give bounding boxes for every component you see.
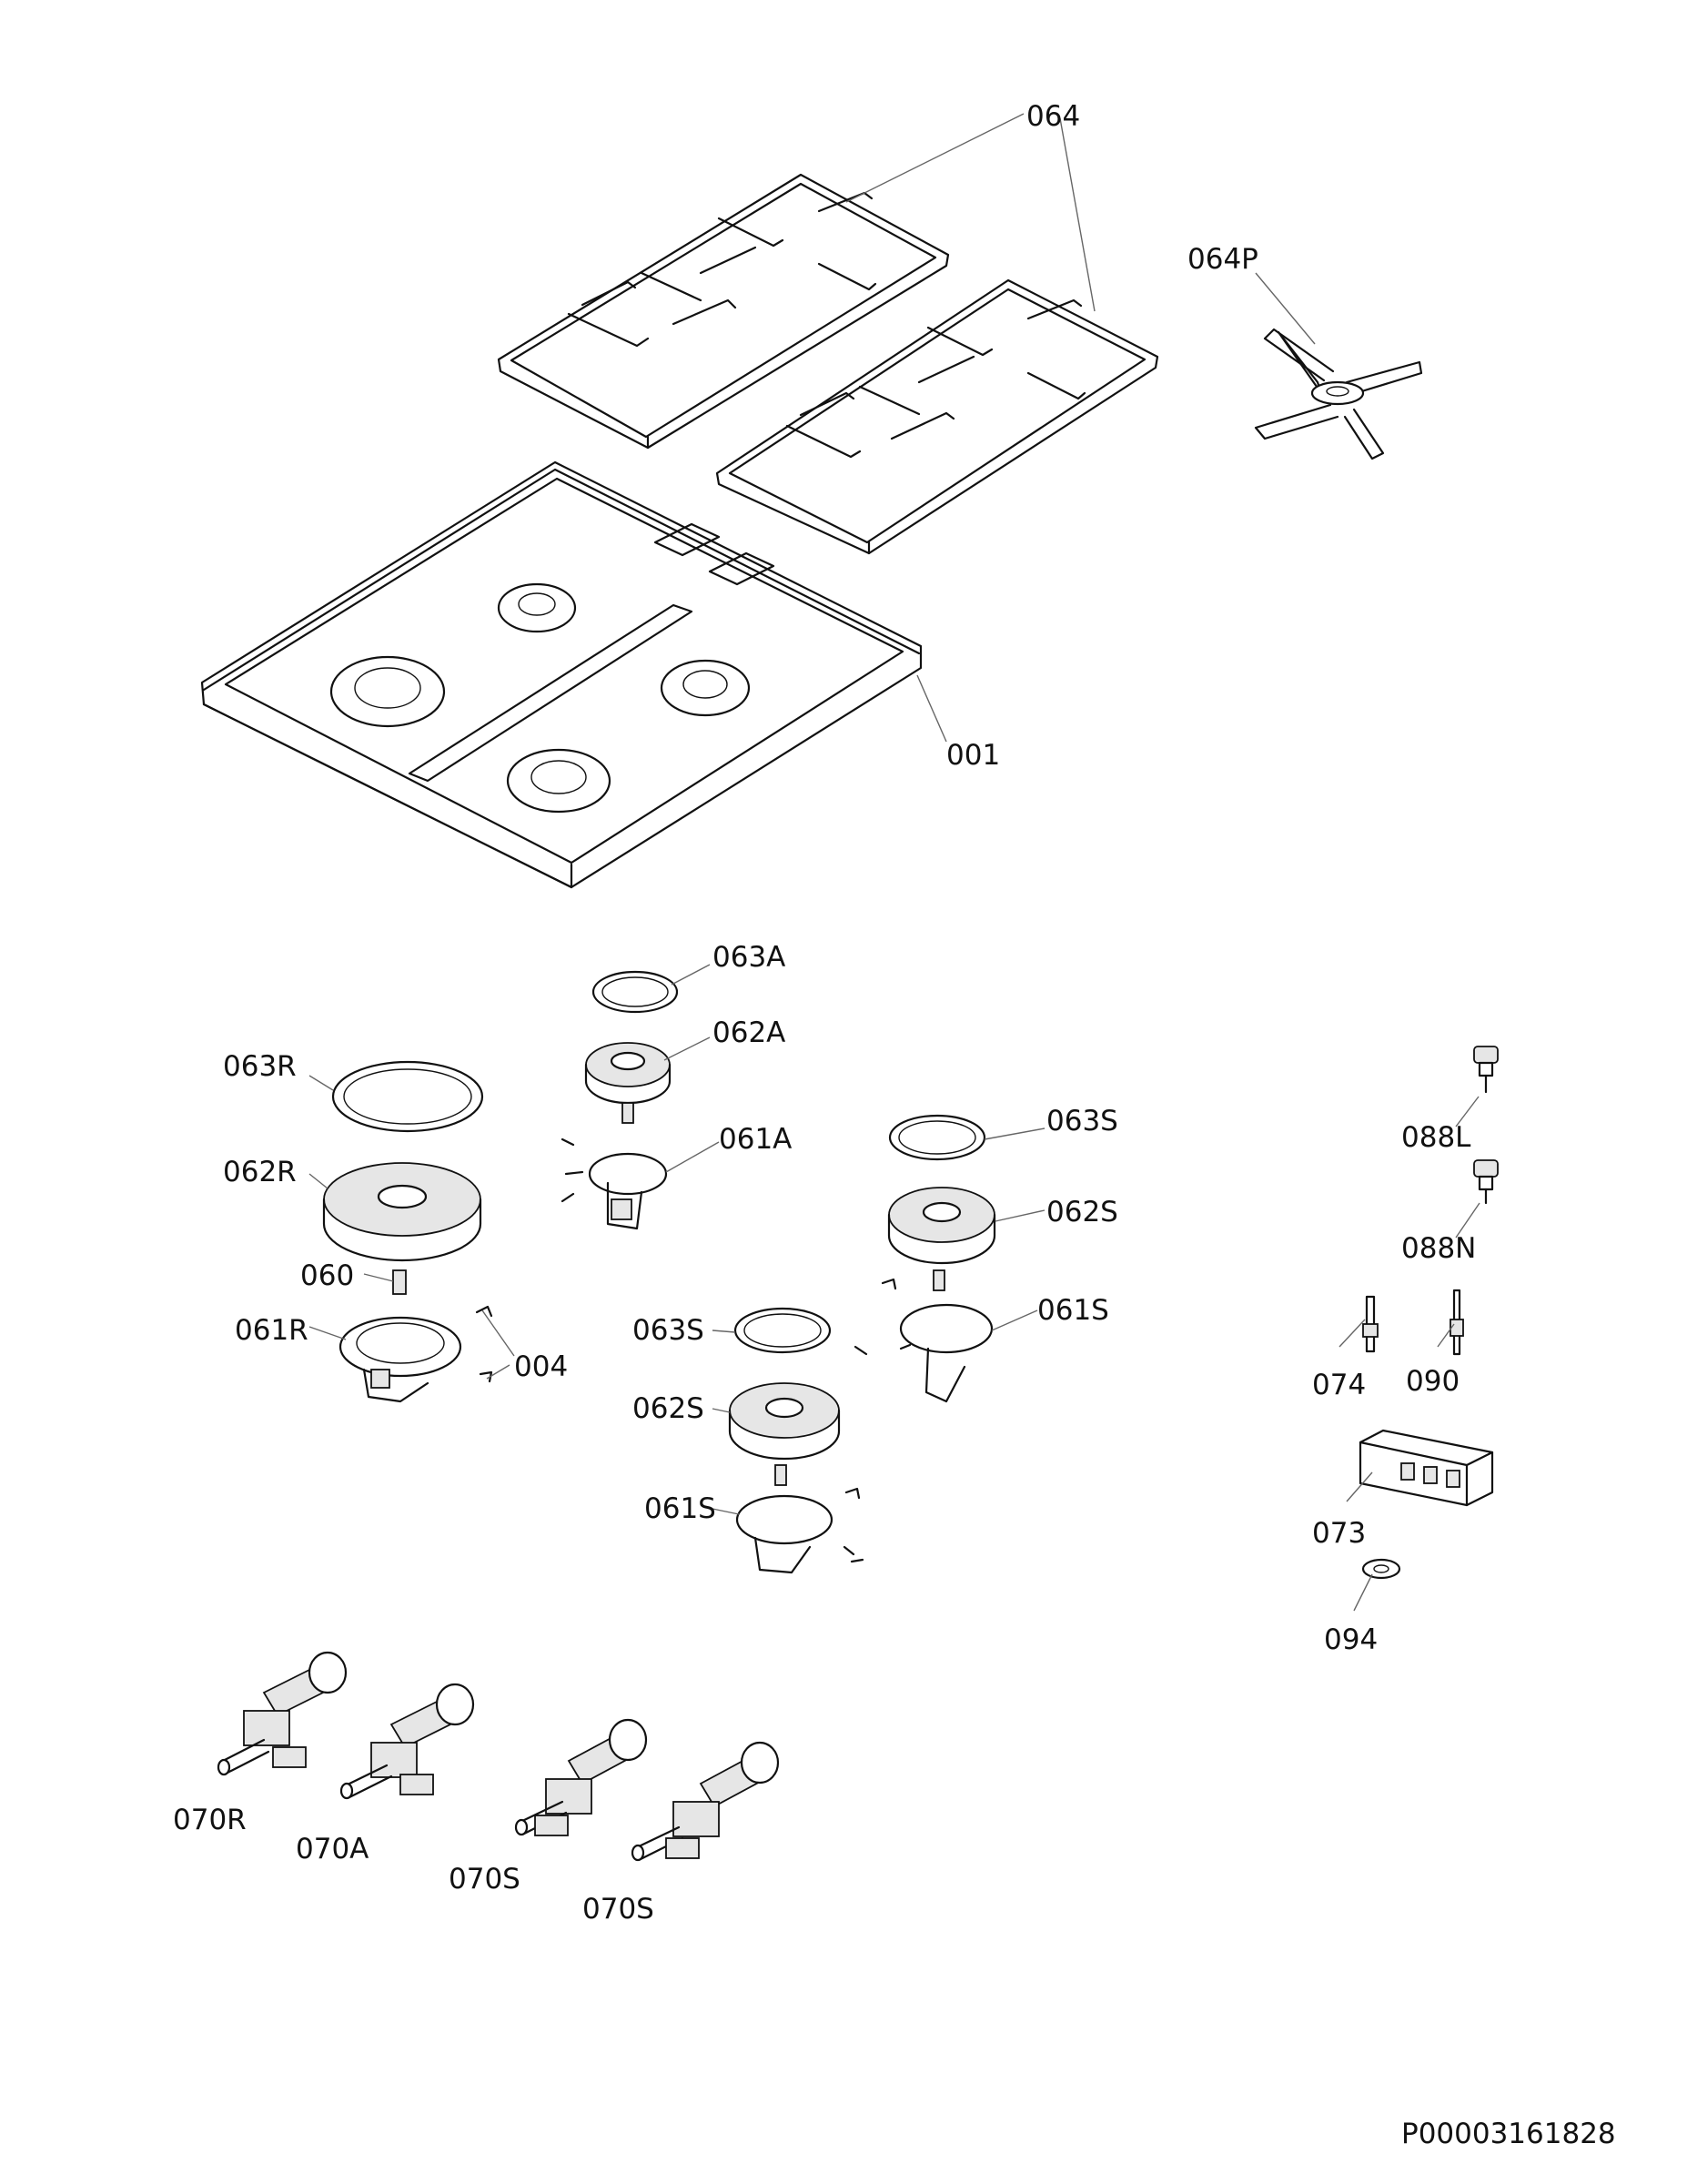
label-094: 094 <box>1324 1623 1378 1656</box>
label-062s-2: 062S <box>632 1392 704 1425</box>
label-062a: 062A <box>712 1016 785 1049</box>
grate-insert-part <box>1254 328 1423 460</box>
grate-left <box>497 173 950 450</box>
semi-rapid-burner-set-2 <box>728 1307 864 1574</box>
label-074: 074 <box>1312 1369 1366 1401</box>
rapid-burner-set <box>322 1060 493 1403</box>
label-064p: 064P <box>1187 243 1258 276</box>
auxiliary-burner-set <box>561 970 679 1230</box>
label-088l: 088L <box>1401 1121 1471 1154</box>
label-070r: 070R <box>173 1804 247 1836</box>
label-090: 090 <box>1406 1365 1460 1398</box>
label-063r: 063R <box>223 1050 297 1083</box>
label-062r: 062R <box>223 1156 297 1188</box>
document-code: P00003161828 <box>1401 2118 1616 2150</box>
label-070s-1: 070S <box>449 1863 520 1896</box>
electrode-part <box>1450 1289 1464 1356</box>
label-062s-1: 062S <box>1046 1196 1118 1228</box>
label-063s-2: 063S <box>632 1314 704 1347</box>
grate-right <box>715 278 1159 555</box>
knob-088l <box>1473 1046 1499 1094</box>
label-064: 064 <box>1026 100 1080 133</box>
label-061a: 061A <box>719 1123 792 1156</box>
part-labels: 064 064P 001 063A 062A 061A 063R 062R 06… <box>173 100 1616 2150</box>
label-061s-2: 061S <box>644 1492 716 1525</box>
semi-rapid-burner-set-1 <box>854 1114 996 1403</box>
label-060: 060 <box>300 1259 354 1292</box>
gas-valve-070s-1 <box>514 1718 648 1836</box>
gas-valve-070s-2 <box>631 1741 780 1862</box>
leader-lines <box>308 113 1480 1612</box>
label-073: 073 <box>1312 1517 1366 1550</box>
hob-top-panel <box>200 460 923 889</box>
thermocouple-part <box>1362 1295 1379 1353</box>
label-070a: 070A <box>296 1833 369 1866</box>
label-063s-1: 063S <box>1046 1105 1118 1138</box>
label-004: 004 <box>514 1350 568 1383</box>
label-061s-1: 061S <box>1037 1294 1109 1327</box>
ignition-module-part <box>1359 1429 1494 1507</box>
label-063a: 063A <box>712 941 785 974</box>
washer-part <box>1361 1558 1401 1580</box>
label-070s-2: 070S <box>582 1893 654 1926</box>
knob-088n <box>1473 1159 1499 1205</box>
label-088n: 088N <box>1401 1232 1476 1265</box>
label-001: 001 <box>946 739 1000 772</box>
gas-valve-070r <box>217 1651 348 1776</box>
gas-valve-070a <box>339 1683 475 1800</box>
label-061r: 061R <box>235 1314 308 1347</box>
